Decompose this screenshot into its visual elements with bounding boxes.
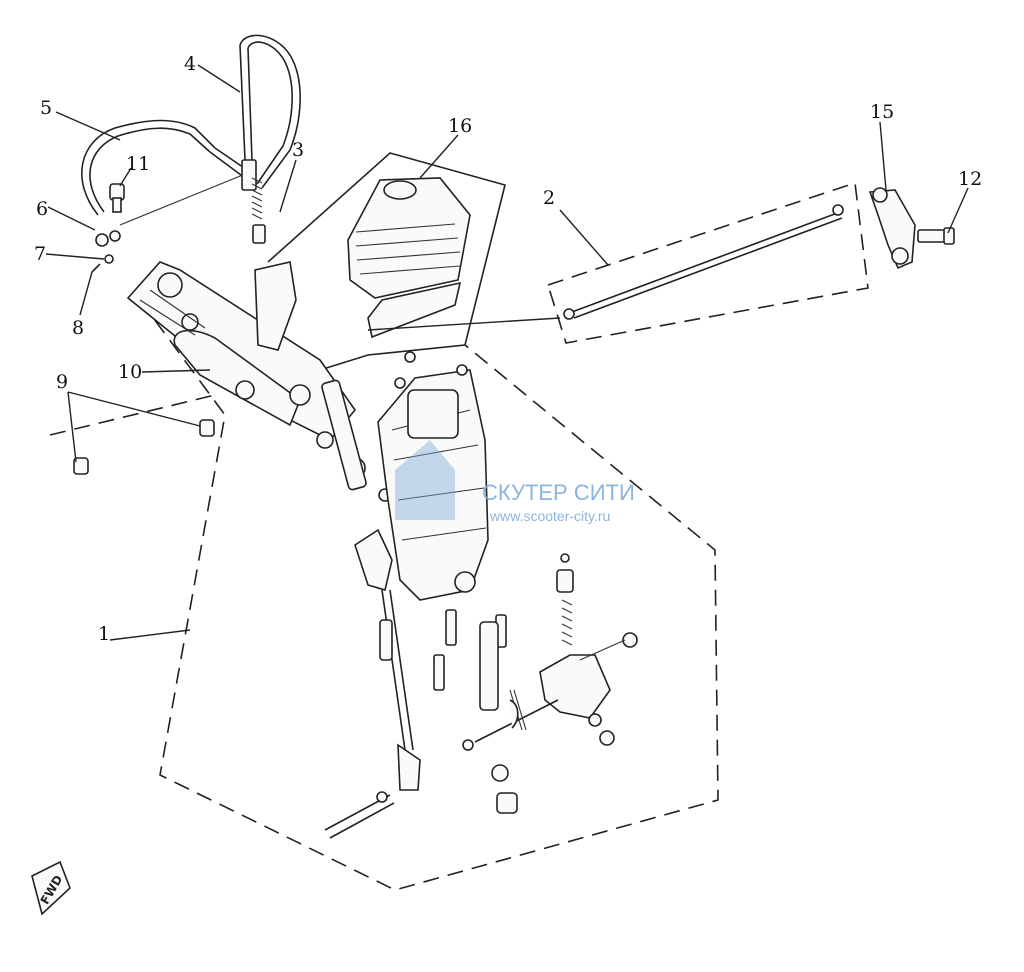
bolts-9: [73, 419, 215, 475]
callout-8: 8: [72, 317, 84, 339]
washer-7: [104, 254, 114, 264]
nut-6: [95, 230, 121, 247]
callout-10: 10: [118, 361, 142, 383]
bolt-12: [917, 227, 955, 245]
shift-lever-assembly: [324, 528, 421, 839]
linkage-bracket-10: [126, 261, 392, 502]
callout-5: 5: [40, 97, 52, 119]
bolt-11: [109, 183, 125, 213]
callout-7: 7: [34, 243, 46, 265]
detent-assembly: [462, 553, 638, 814]
watermark: СКУТЕР СИТИ www.scooter-city.ru: [395, 440, 635, 524]
pin-8: [91, 263, 101, 273]
watermark-logo-icon: [395, 440, 455, 520]
callout-12: 12: [958, 168, 982, 190]
callout-11: 11: [126, 153, 150, 175]
callout-4: 4: [184, 53, 196, 75]
fwd-direction-marker: FWD: [31, 860, 71, 916]
assembly-outline-16: [267, 152, 506, 371]
watermark-title: СКУТЕР СИТИ: [482, 480, 635, 505]
callout-labels: 1 2 3 4 5 6 7 8 9 10 11 12 15 16: [34, 53, 982, 645]
shift-boot-16: [347, 177, 471, 339]
assembly-outline-2: [547, 181, 869, 344]
callout-2: 2: [543, 187, 555, 209]
callout-1: 1: [98, 623, 110, 645]
callout-16: 16: [448, 115, 472, 137]
shifter-housing: [377, 351, 507, 691]
spring-3: [251, 177, 266, 244]
cable-4: [239, 34, 301, 191]
watermark-url: www.scooter-city.ru: [489, 508, 610, 524]
rod-2: [367, 204, 844, 331]
cable-5: [81, 119, 251, 226]
lever-15: [868, 187, 916, 270]
callout-3: 3: [292, 139, 304, 161]
leader-lines: [45, 64, 969, 641]
callout-9: 9: [56, 371, 68, 393]
callout-6: 6: [36, 198, 48, 220]
callout-15: 15: [870, 101, 894, 123]
assembly-outline-1: [49, 299, 719, 891]
